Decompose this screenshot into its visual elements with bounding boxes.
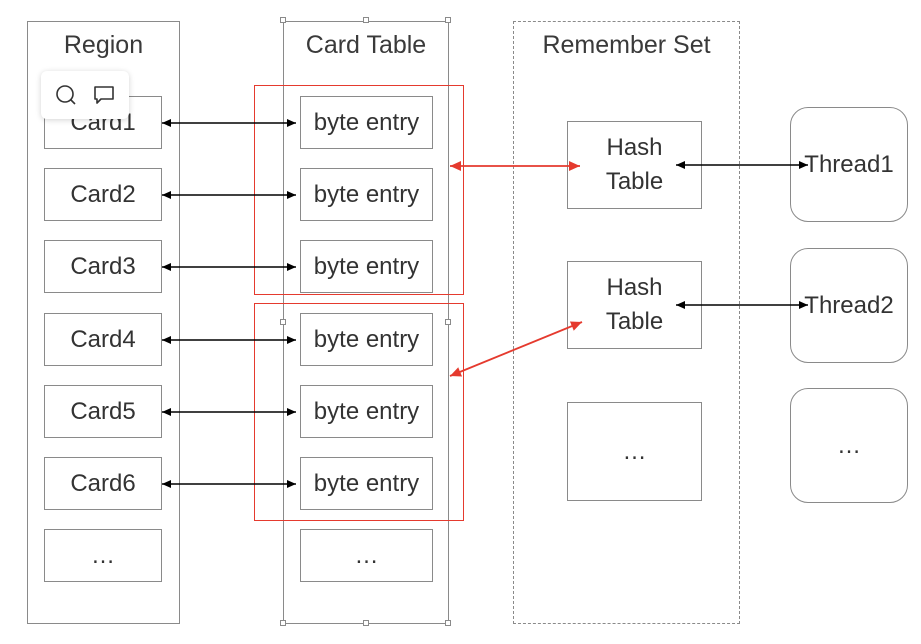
selection-handle-bottom-center[interactable]	[363, 620, 369, 626]
hash-table-1-line1: Hash	[606, 134, 663, 161]
byte-entry-1: byte entry	[300, 96, 433, 149]
card-group-highlight-1	[254, 85, 464, 295]
group2-hash2-arrow	[449, 321, 583, 377]
hash-table-1: Hash Table	[567, 121, 702, 209]
selection-handle-top-left[interactable]	[280, 17, 286, 23]
byte-entry-3: byte entry	[300, 240, 433, 293]
selection-handle-bottom-left[interactable]	[280, 620, 286, 626]
hash-table-1-line2: Table	[605, 168, 664, 195]
region-card-5: Card5	[44, 385, 162, 438]
region-card-4: Card4	[44, 313, 162, 366]
thread-2: Thread2	[790, 248, 908, 363]
card-table-title: Card Table	[305, 31, 427, 59]
floating-toolbar	[41, 71, 129, 119]
remember-set-title: Remember Set	[542, 31, 711, 59]
region-card-2: Card2	[44, 168, 162, 221]
byte-entry-more: …	[300, 529, 433, 582]
region-card-more: …	[44, 529, 162, 582]
region-column	[27, 21, 180, 624]
hash-table-2: Hash Table	[567, 261, 702, 349]
thread-1: Thread1	[790, 107, 908, 222]
hash-table-2-line1: Hash	[606, 274, 663, 301]
byte-entry-2: byte entry	[300, 168, 433, 221]
region-title: Region	[63, 31, 144, 59]
remember-set-more: …	[567, 402, 702, 501]
selection-handle-bottom-right[interactable]	[445, 620, 451, 626]
byte-entry-4: byte entry	[300, 313, 433, 366]
selection-handle-top-right[interactable]	[445, 17, 451, 23]
comment-icon[interactable]	[92, 83, 116, 107]
hash-table-2-line2: Table	[605, 308, 664, 335]
search-icon[interactable]	[54, 83, 78, 107]
byte-entry-5: byte entry	[300, 385, 433, 438]
region-card-6: Card6	[44, 457, 162, 510]
selection-handle-mid-left[interactable]	[280, 319, 286, 325]
thread-more: …	[790, 388, 908, 503]
selection-handle-top-center[interactable]	[363, 17, 369, 23]
region-card-3: Card3	[44, 240, 162, 293]
byte-entry-6: byte entry	[300, 457, 433, 510]
